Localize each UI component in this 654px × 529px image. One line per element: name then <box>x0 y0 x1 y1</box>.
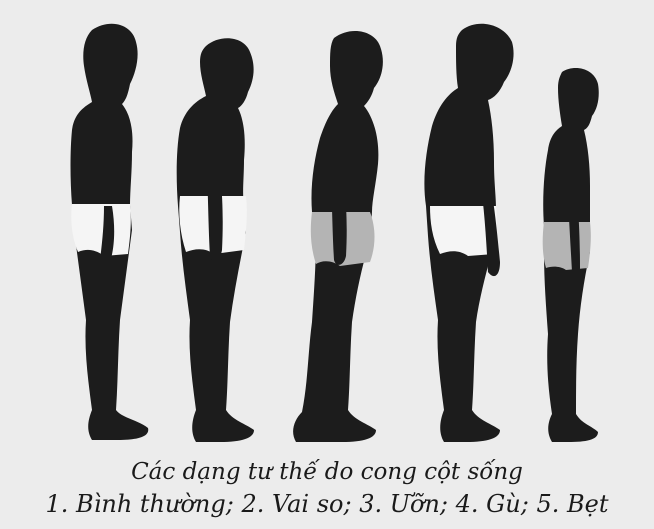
silhouette-5-flatback <box>543 68 599 442</box>
silhouette-4-kyphosis <box>424 24 513 442</box>
caption-list: 1. Bình thường; 2. Vai so; 3. Ưỡn; 4. Gù… <box>0 490 654 518</box>
silhouette-2-rounded-shoulders <box>177 38 254 442</box>
silhouette-3-swayback <box>293 31 383 442</box>
caption-title: Các dạng tư thế do cong cột sống <box>0 459 654 485</box>
posture-illustration <box>0 0 654 455</box>
silhouette-1-normal <box>71 24 149 440</box>
